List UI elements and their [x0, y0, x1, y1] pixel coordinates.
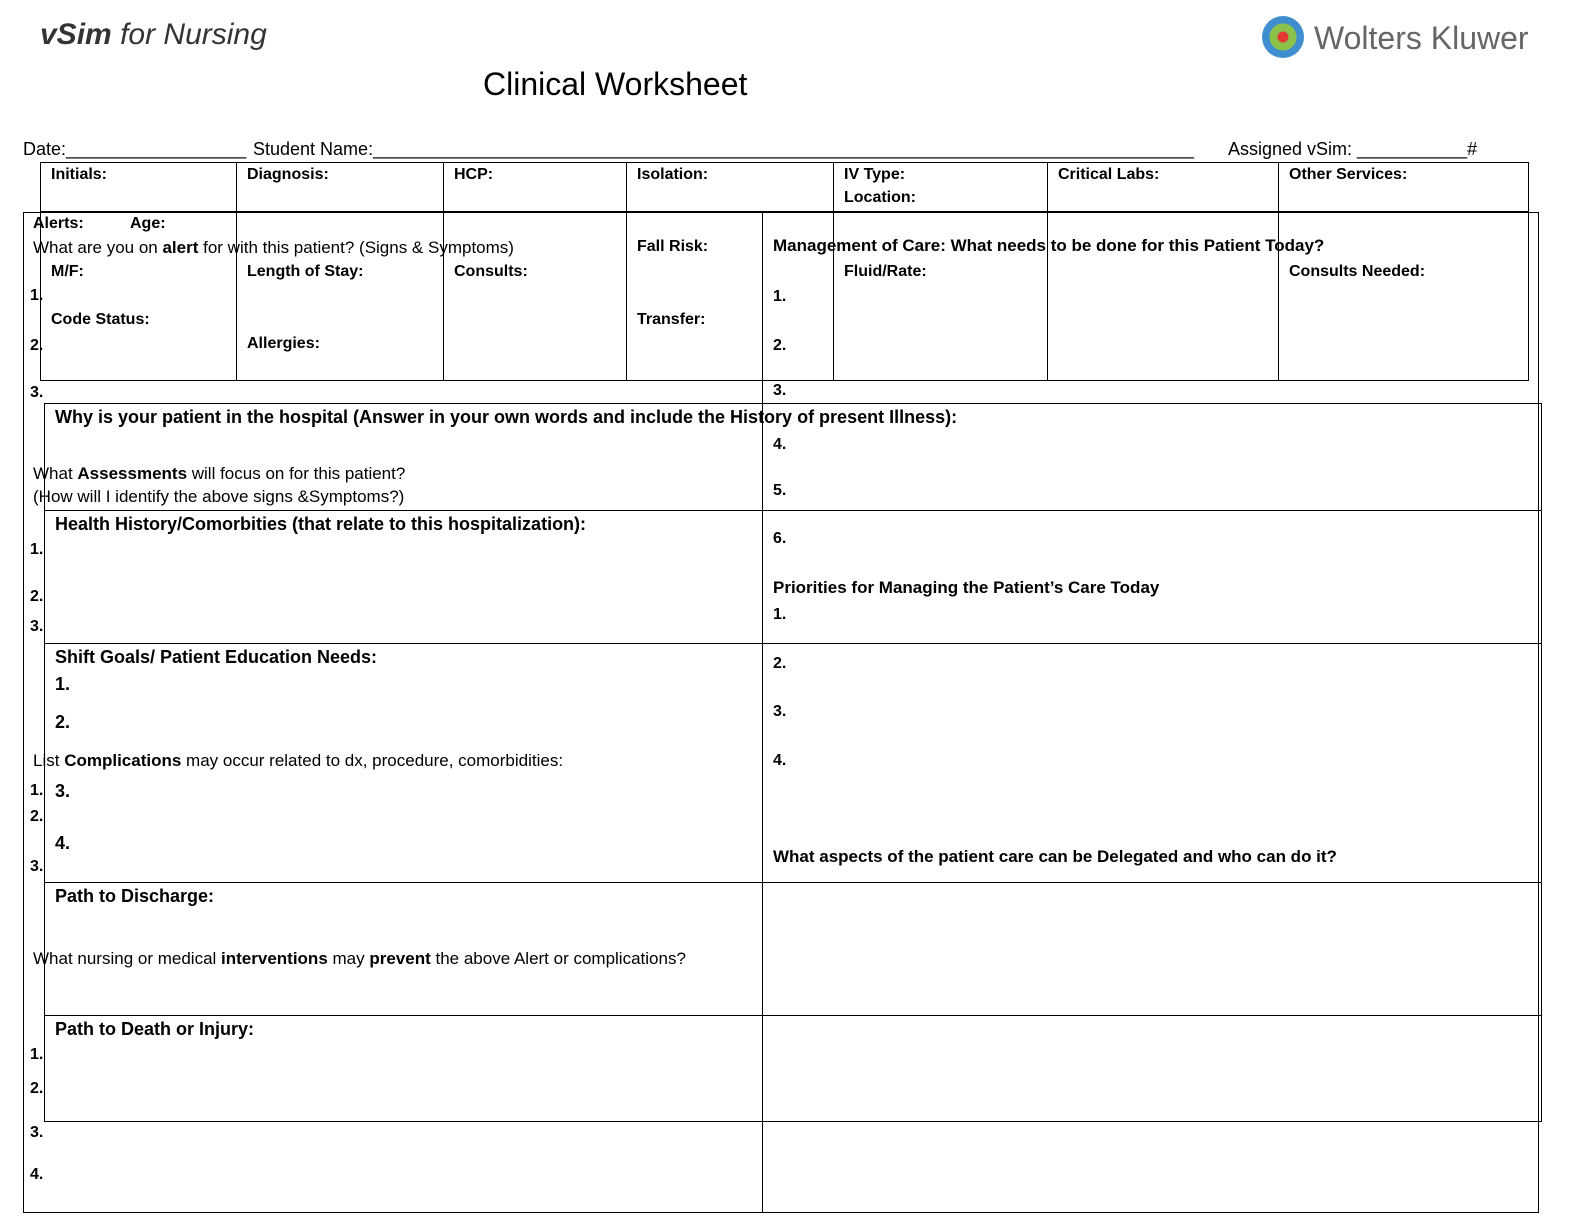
page-title: Clinical Worksheet	[483, 66, 748, 102]
initials-label: Initials:	[51, 166, 108, 183]
diagnosis-label: Diagnosis:	[247, 166, 329, 183]
path-to-discharge-heading: Path to Discharge:	[55, 886, 215, 906]
wolters-kluwer-logo: Wolters Kluwer	[1314, 20, 1529, 56]
alert-item-2: 2.	[30, 337, 44, 354]
intervention-item-3: 3.	[30, 1124, 44, 1141]
assessments-question: What Assessments will focus on for this …	[33, 464, 406, 483]
path-to-death-heading: Path to Death or Injury:	[55, 1019, 255, 1039]
goal-item-4: 4.	[55, 833, 71, 853]
management-item-1: 1.	[773, 288, 787, 305]
critical-labs-label: Critical Labs:	[1058, 166, 1160, 183]
priorities-heading: Priorities for Managing the Patient’s Ca…	[773, 578, 1160, 597]
transfer-label: Transfer:	[637, 311, 706, 328]
complications-question: List Complications may occur related to …	[33, 751, 564, 770]
mf-label: M/F:	[51, 263, 84, 280]
intervention-item-4: 4.	[30, 1166, 44, 1183]
allergies-label: Allergies:	[247, 335, 320, 352]
iv-type-label: IV Type:	[844, 166, 906, 183]
assigned-vsim-field[interactable]: Assigned vSim: ___________#	[1228, 139, 1478, 159]
fluid-rate-label: Fluid/Rate:	[844, 263, 927, 280]
management-of-care-heading: Management of Care: What needs to be don…	[773, 236, 1325, 255]
management-item-2: 2.	[773, 337, 787, 354]
priority-item-4: 4.	[773, 752, 787, 769]
alert-item-1: 1.	[30, 287, 44, 304]
length-of-stay-label: Length of Stay:	[247, 263, 364, 280]
vsim-logo: vSim for Nursing	[40, 18, 267, 51]
complication-item-1: 1.	[30, 782, 44, 799]
alert-item-3: 3.	[30, 384, 44, 401]
alert-question: What are you on alert for with this pati…	[33, 238, 514, 257]
intervention-item-2: 2.	[30, 1080, 44, 1097]
goal-item-2: 2.	[55, 712, 71, 732]
shift-goals-heading: Shift Goals/ Patient Education Needs:	[55, 647, 378, 667]
delegation-heading: What aspects of the patient care can be …	[773, 847, 1337, 866]
hcp-label: HCP:	[454, 166, 494, 183]
complication-item-3: 3.	[30, 858, 44, 875]
location-label: Location:	[844, 189, 916, 206]
priority-item-2: 2.	[773, 655, 787, 672]
goal-item-3: 3.	[55, 781, 71, 801]
care-plan-frame	[23, 212, 1539, 1213]
intervention-item-1: 1.	[30, 1046, 44, 1063]
complication-item-2: 2.	[30, 808, 44, 825]
other-services-label: Other Services:	[1289, 166, 1408, 183]
management-item-5: 5.	[773, 482, 787, 499]
student-name-field[interactable]: Student Name:___________________________…	[253, 139, 1194, 159]
alerts-label: Alerts:	[33, 215, 84, 232]
management-item-4: 4.	[773, 436, 787, 453]
age-label: Age:	[130, 215, 166, 232]
wolters-kluwer-logo-icon	[1262, 16, 1304, 58]
why-in-hospital-heading: Why is your patient in the hospital (Ans…	[55, 407, 958, 427]
assessment-item-2: 2.	[30, 588, 44, 605]
code-status-label: Code Status:	[51, 311, 150, 328]
consults-label: Consults:	[454, 263, 528, 280]
assessment-item-1: 1.	[30, 541, 44, 558]
assessment-item-3: 3.	[30, 618, 44, 635]
management-item-3: 3.	[773, 382, 787, 399]
priority-item-1: 1.	[773, 606, 787, 623]
patient-info-table	[40, 162, 1529, 381]
sections-frame	[44, 403, 1542, 1122]
consults-needed-label: Consults Needed:	[1289, 263, 1426, 280]
management-item-6: 6.	[773, 530, 787, 547]
priority-item-3: 3.	[773, 703, 787, 720]
assessments-subquestion: (How will I identify the above signs &Sy…	[33, 487, 405, 506]
goal-item-1: 1.	[55, 674, 71, 694]
interventions-question: What nursing or medical interventions ma…	[33, 949, 686, 968]
health-history-heading: Health History/Comorbities (that relate …	[55, 514, 587, 534]
fall-risk-label: Fall Risk:	[637, 238, 709, 255]
date-field[interactable]: Date:__________________	[23, 139, 247, 159]
isolation-label: Isolation:	[637, 166, 709, 183]
